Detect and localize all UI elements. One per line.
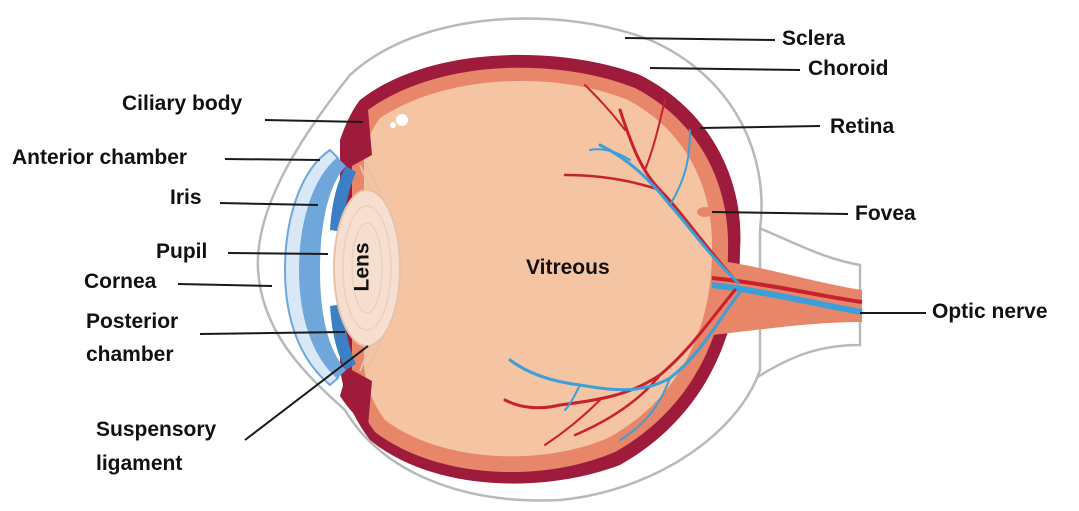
label-anterior-chamber: Anterior chamber: [12, 146, 187, 170]
label-retina: Retina: [830, 115, 894, 139]
label-choroid: Choroid: [808, 57, 888, 81]
label-fovea: Fovea: [855, 202, 916, 226]
label-ciliary-body: Ciliary body: [122, 92, 242, 116]
leader-anterior-chamber: [225, 159, 320, 160]
label-optic-nerve: Optic nerve: [932, 300, 1048, 324]
fovea: [697, 207, 713, 217]
label-suspensory-ligament-line1: Suspensory: [96, 418, 216, 442]
leader-cornea: [178, 284, 272, 286]
highlight: [396, 114, 408, 126]
label-posterior-chamber-line1: Posterior: [86, 310, 178, 334]
label-pupil: Pupil: [156, 240, 207, 264]
label-vitreous: Vitreous: [526, 256, 610, 280]
label-sclera: Sclera: [782, 27, 845, 51]
label-cornea: Cornea: [84, 270, 156, 294]
label-lens: Lens: [351, 242, 375, 291]
label-posterior-chamber-line2: chamber: [86, 343, 174, 367]
highlight: [390, 122, 396, 128]
leader-pupil: [228, 253, 328, 254]
label-suspensory-ligament-line2: ligament: [96, 452, 182, 476]
label-iris: Iris: [170, 186, 202, 210]
